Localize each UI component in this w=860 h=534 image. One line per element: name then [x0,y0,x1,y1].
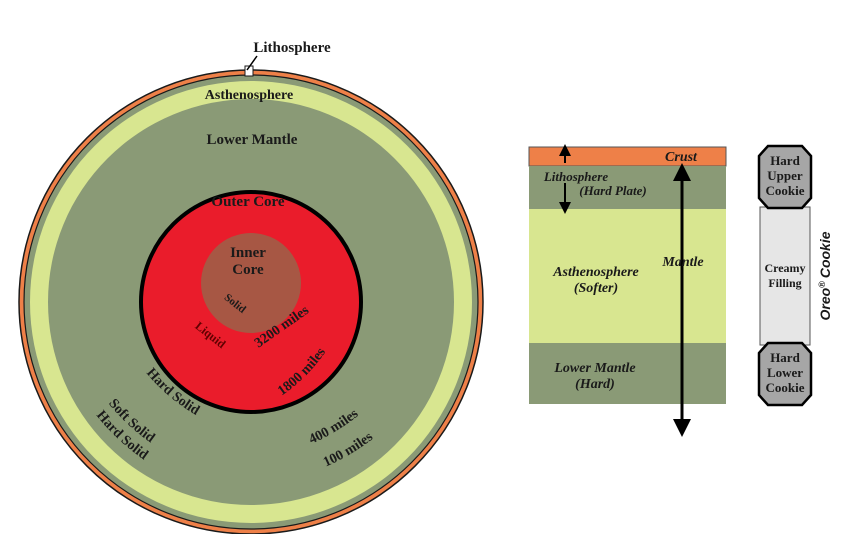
column-lithosphere [529,166,726,209]
asthenosphere-label: Asthenosphere [205,88,293,103]
upper-cookie-label-2: Upper [767,168,803,183]
layer-column: Crust Lithosphere (Hard Plate) Asthenosp… [528,144,727,437]
inner-core-label-2: Core [232,262,264,278]
lower-cookie-label-2: Lower [767,365,803,380]
column-softer-label: (Softer) [574,281,618,296]
lower-mantle-label: Lower Mantle [207,132,298,148]
lithosphere-label: Lithosphere [253,40,331,56]
oreo-suffix: Cookie [817,231,833,278]
column-lower-mantle [529,343,726,404]
oreo-brand: Oreo [817,287,833,320]
column-asthenosphere [529,209,726,343]
column-lithosphere-label: Lithosphere [543,169,609,184]
lower-cookie-label-3: Cookie [766,380,805,395]
upper-cookie-label-1: Hard [770,153,800,168]
filling-label-1: Creamy [764,261,805,275]
oreo-filling [759,206,811,346]
registered-mark: ® [817,281,827,288]
inner-core-disc [201,233,301,333]
column-lower-mantle-label: Lower Mantle [553,361,635,376]
column-hard-plate-label: (Hard Plate) [579,183,647,198]
lower-cookie-label-1: Hard [770,350,800,365]
oreo-analogy: Hard Upper Cookie Creamy Filling Hard Lo… [757,144,833,407]
column-mantle-label: Mantle [661,255,703,270]
column-crust-label: Crust [665,150,698,165]
lithosphere-pointer [246,55,258,71]
column-asthenosphere-label: Asthenosphere [552,265,639,280]
inner-core-label-1: Inner [230,245,266,261]
upper-cookie-label-3: Cookie [766,183,805,198]
earth-globe: Lithosphere Asthenosphere Lower Mantle O… [18,40,484,534]
oreo-cookie-label: Oreo® Cookie [817,231,833,320]
outer-core-label: Outer Core [211,194,285,210]
oreo-upper-cookie [757,144,813,210]
oreo-lower-cookie [757,341,813,407]
filling-label-2: Filling [768,276,801,290]
column-hard-label: (Hard) [575,377,615,392]
